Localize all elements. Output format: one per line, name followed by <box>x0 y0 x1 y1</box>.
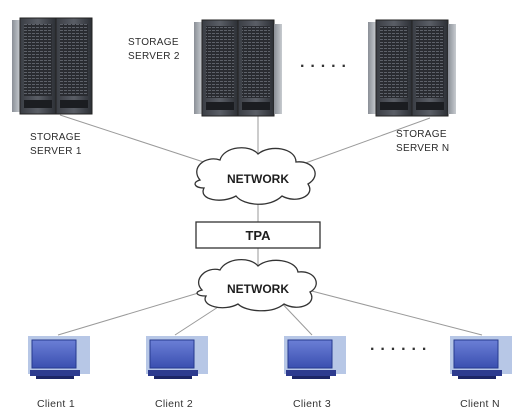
server-n-label: STORAGE SERVER N <box>396 129 450 154</box>
link-server1-network <box>59 114 229 171</box>
client-3-icon <box>284 336 346 379</box>
link-network-client1 <box>57 287 216 336</box>
network-top-label: NETWORK <box>227 172 289 186</box>
tpa-label: TPA <box>245 228 271 243</box>
client-2-label: Client 2 <box>154 398 194 410</box>
storage-server-1-icon <box>12 17 93 115</box>
link-network-clientN <box>299 287 483 336</box>
client-n-icon <box>450 336 512 379</box>
client-n-label: Client N <box>460 398 500 410</box>
server-2-label: STORAGE SERVER 2 <box>128 37 180 62</box>
link-serverN-network <box>299 117 431 166</box>
network-cloud-top: NETWORK <box>194 147 316 205</box>
client-1-icon <box>28 336 90 379</box>
storage-server-n-icon <box>368 19 456 117</box>
network-bottom-label: NETWORK <box>227 282 289 296</box>
client-1-label: Client 1 <box>36 398 76 410</box>
storage-server-2-icon <box>194 19 282 117</box>
client-3-label: Client 3 <box>292 398 332 410</box>
server-ellipsis: · · · · · <box>300 58 348 75</box>
server-1-label: STORAGE SERVER 1 <box>30 132 82 157</box>
tpa-box: TPA <box>195 221 321 249</box>
client-2-icon <box>146 336 208 379</box>
network-cloud-bottom: NETWORK <box>196 259 317 312</box>
client-ellipsis: · · · · · · <box>370 341 428 358</box>
